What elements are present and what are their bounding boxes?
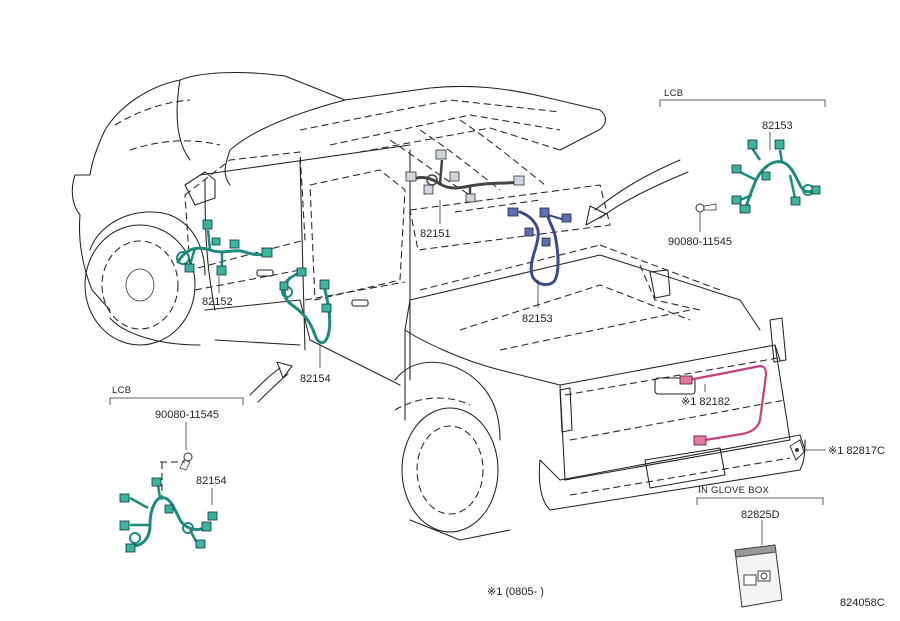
- label-bolt-left: 90080-11545: [155, 409, 219, 421]
- harness-82153-main: [507, 207, 572, 287]
- label-82151: 82151: [420, 228, 451, 240]
- inset-lcb-top: LCB: [659, 88, 826, 232]
- inset-lcb-left-label: LCB: [112, 385, 131, 396]
- footnote-text: ※1 (0805- ): [487, 586, 544, 598]
- pointer-arrow-top: [585, 159, 689, 226]
- label-82152: 82152: [202, 296, 233, 308]
- harness-82154-main: [279, 267, 332, 345]
- diagram-id: 824058C: [840, 597, 885, 609]
- bolt-top-icon: [695, 203, 717, 213]
- inset-lcb-top-label: LCB: [664, 88, 683, 99]
- inset-lcb-left: LCB: [109, 385, 244, 553]
- inset-glove-box: IN GLOVE BOX: [696, 485, 824, 608]
- label-bolt-top: 90080-11545: [668, 236, 732, 248]
- label-82154-main: 82154: [300, 373, 331, 385]
- truck-outline: [71, 72, 806, 541]
- label-82153-main: 82153: [522, 313, 553, 325]
- harness-82151: [405, 149, 525, 203]
- harness-82152: [176, 219, 273, 276]
- clip-82817c: [789, 439, 805, 461]
- label-82154-inset: 82154: [196, 475, 227, 487]
- pointer-arrow-left: [249, 361, 293, 403]
- label-82153-inset: 82153: [762, 120, 793, 132]
- label-82817c: ※1 82817C: [828, 445, 885, 457]
- label-82182: ※1 82182: [681, 396, 730, 408]
- harness-82182: [679, 364, 768, 446]
- inset-glove-box-label: IN GLOVE BOX: [698, 485, 770, 496]
- label-82825d: 82825D: [741, 509, 780, 521]
- kit-bag-icon: [734, 544, 783, 608]
- bolt-left-icon: [179, 452, 193, 471]
